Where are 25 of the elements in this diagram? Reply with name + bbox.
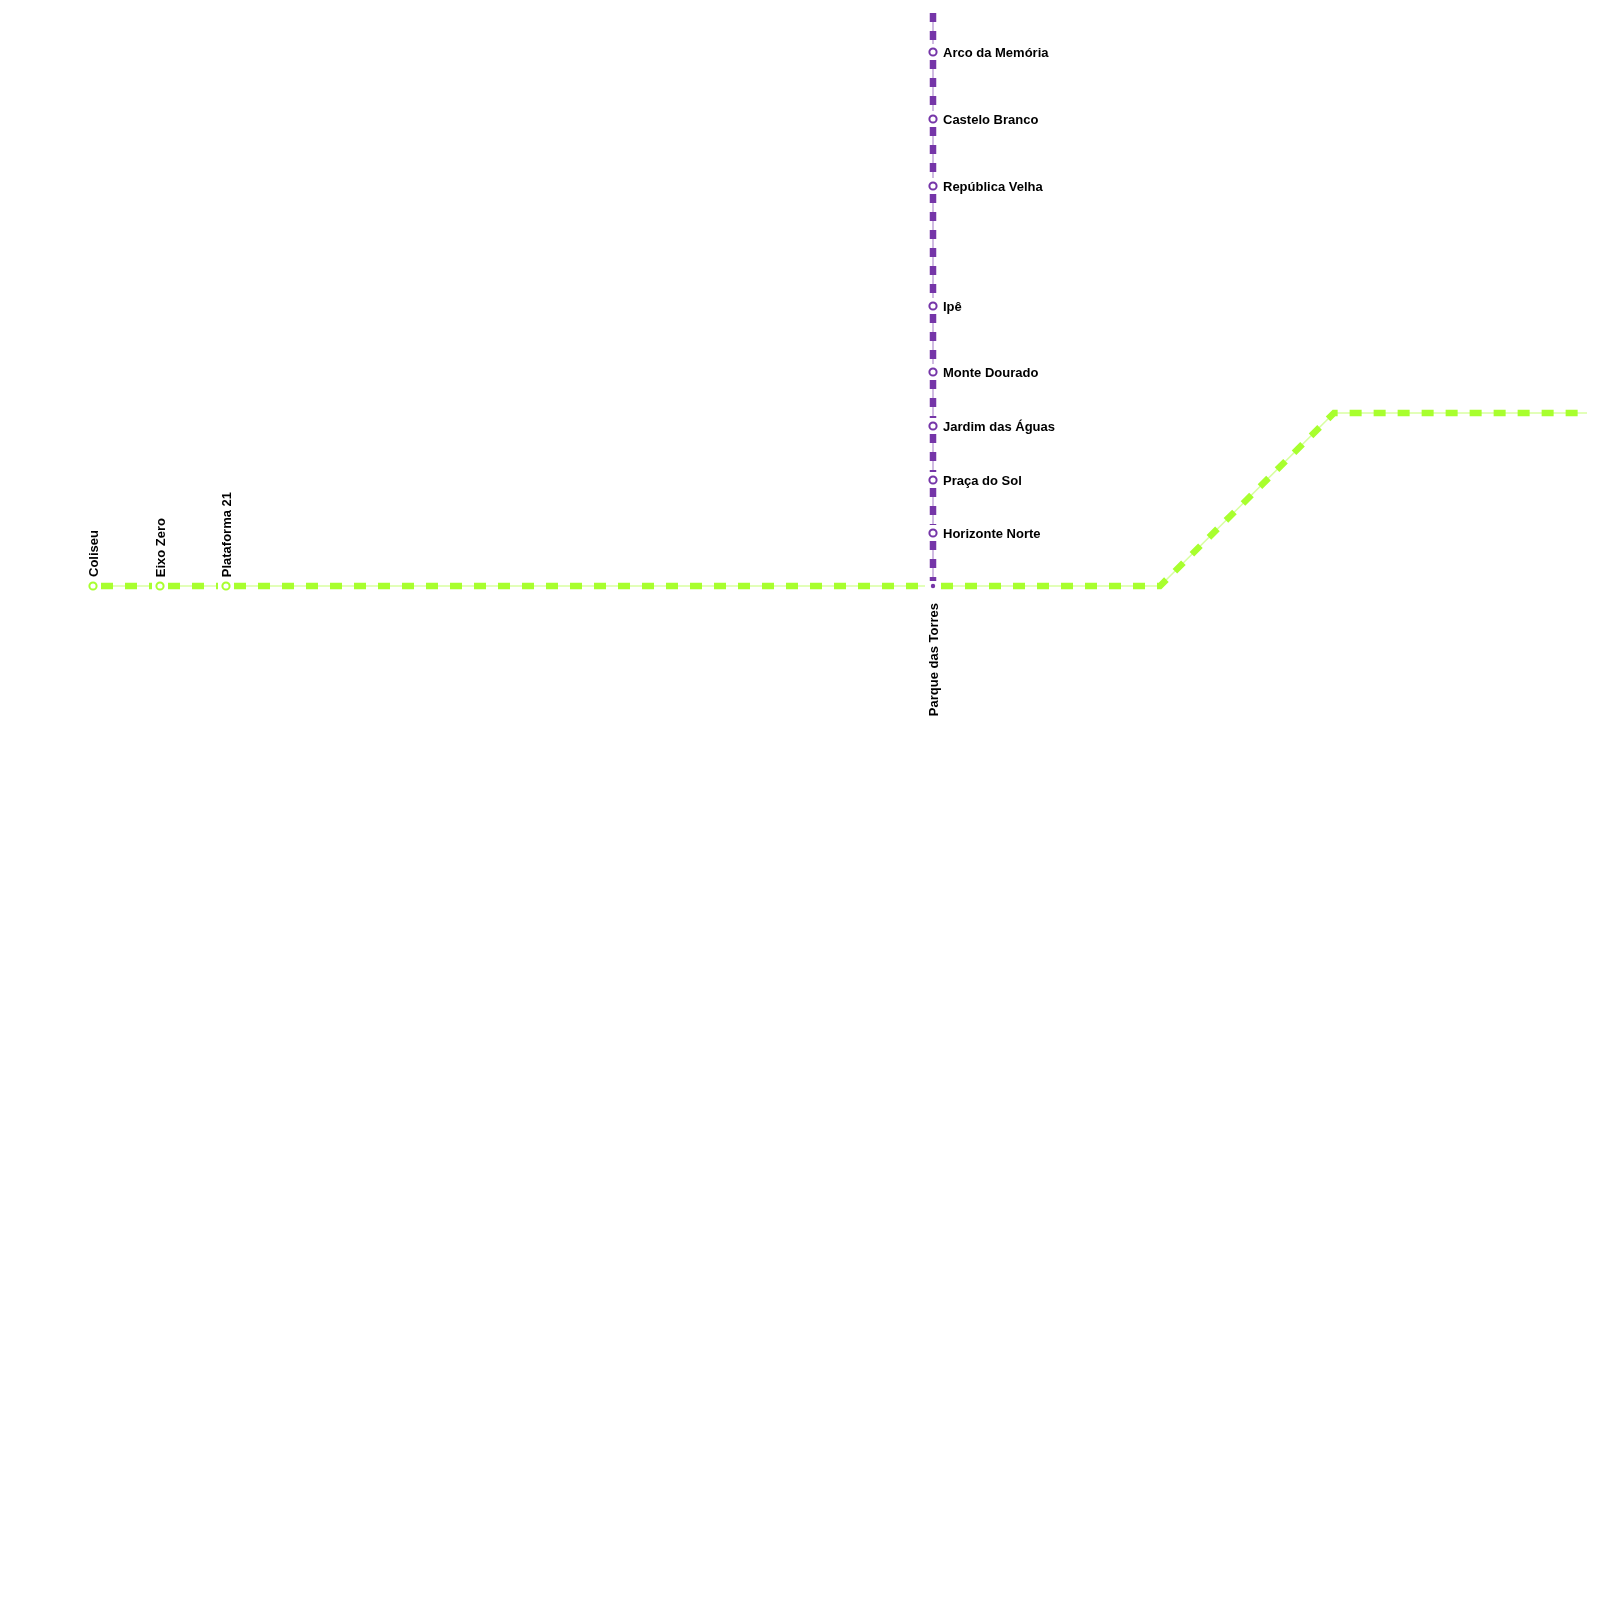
metro-line-segment	[929, 487, 937, 526]
metro-line-segment	[233, 582, 926, 590]
station-label: Monte Dourado	[943, 365, 1039, 379]
metro-line-segment	[929, 433, 937, 473]
station-label: Plataforma 21	[219, 491, 233, 577]
station-label: Horizonte Norte	[943, 526, 1041, 540]
station-label: Castelo Branco	[943, 112, 1039, 126]
metro-line-segment	[929, 540, 937, 582]
station-label: Parque das Torres	[926, 603, 940, 717]
metro-line-segment	[940, 409, 1588, 590]
metro-line-segment	[929, 193, 937, 299]
metro-line-segment	[929, 12, 937, 45]
station-label: Eixo Zero	[153, 517, 167, 577]
station-label: Ipê	[943, 299, 962, 313]
metro-line-segment	[167, 582, 219, 590]
station-label: República Velha	[943, 179, 1043, 193]
metro-line-segment	[929, 59, 937, 112]
metro-line-segment	[929, 126, 937, 179]
metro-line-segment	[929, 313, 937, 365]
station-label: Coliseu	[86, 530, 100, 577]
station-label: Jardim das Águas	[943, 419, 1055, 433]
station-label: Arco da Memória	[943, 45, 1049, 59]
metro-line-segment	[929, 379, 937, 419]
metro-line-segment	[100, 582, 153, 590]
station-label: Praça do Sol	[943, 473, 1022, 487]
